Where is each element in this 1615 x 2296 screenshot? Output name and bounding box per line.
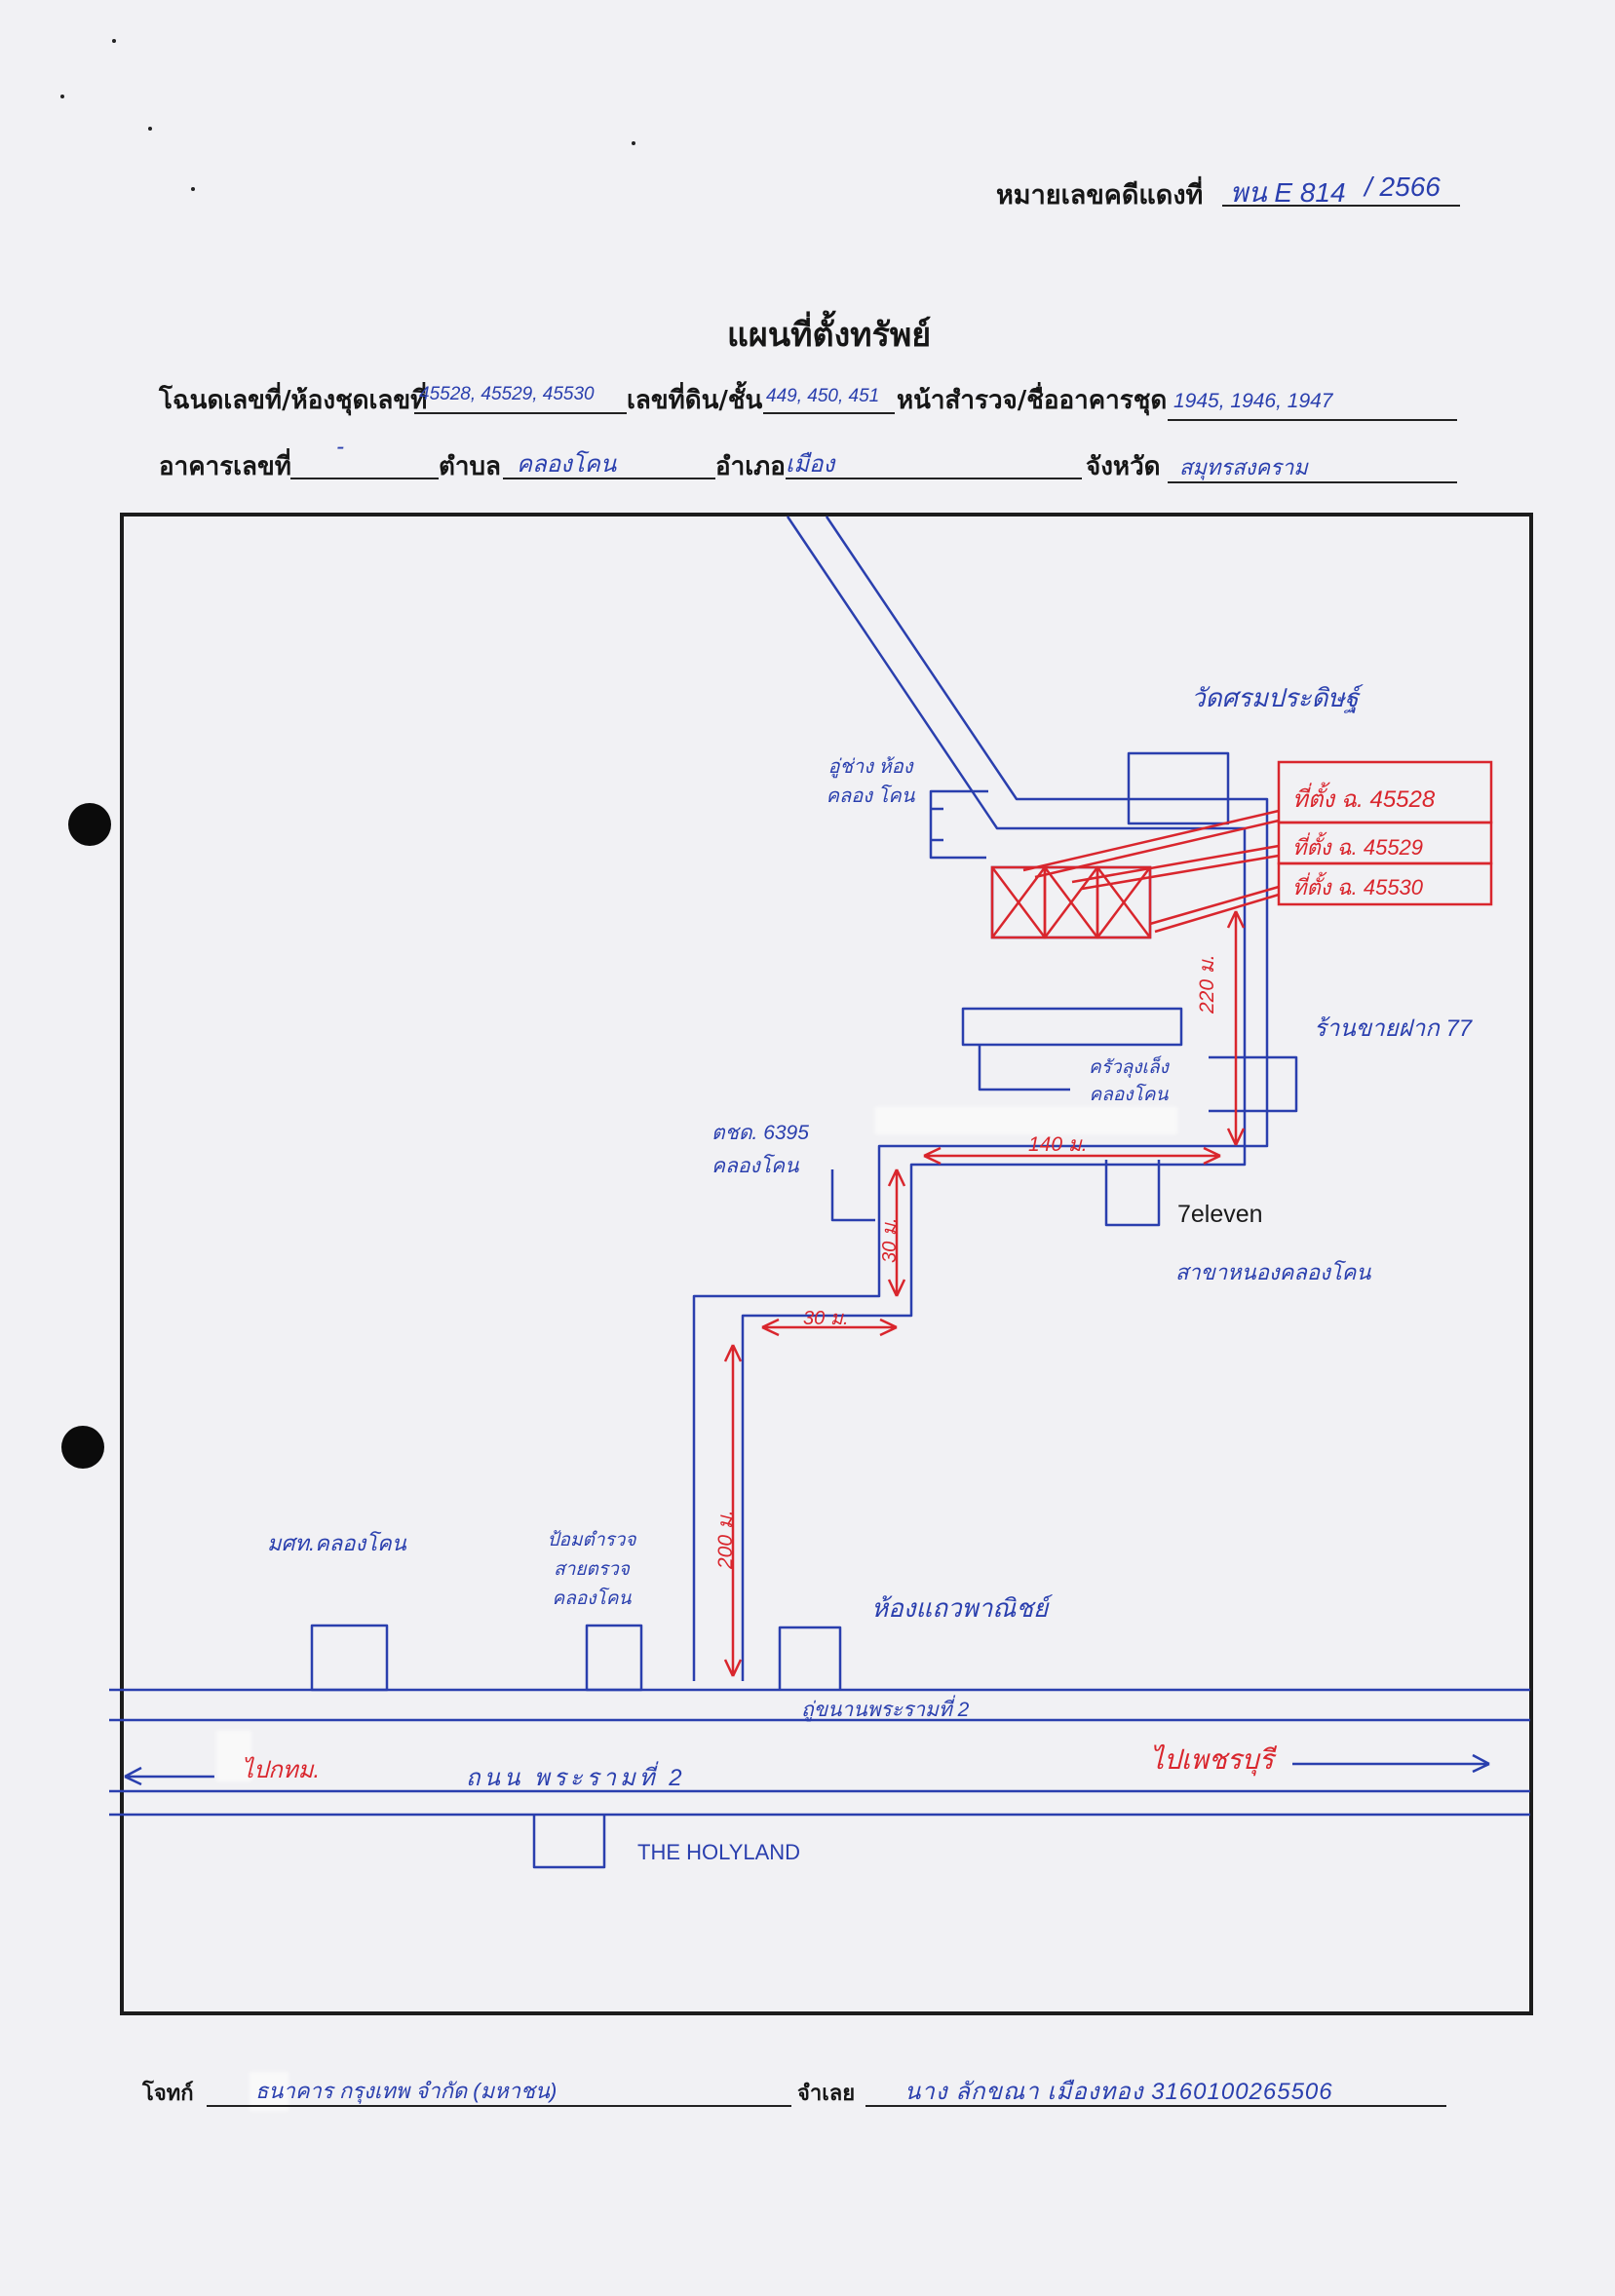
shophouse-label: ห้องแถวพาณิชย์ (871, 1593, 1049, 1623)
deed-line (414, 412, 627, 414)
diagonal-road (741, 516, 1247, 1681)
to-bangkok-label: ไปกทม. (242, 1757, 321, 1783)
subdistrict-value: คลองโคน (517, 451, 617, 478)
punch-hole-top (68, 803, 111, 846)
seven-eleven-branch-label: สาขาหนองคลองโคน (1175, 1260, 1371, 1284)
frontage-road-label: ถู่ขนานพระรามที่ 2 (801, 1699, 970, 1721)
dim-30-horizontal-label: 30 ม. (803, 1308, 849, 1329)
to-phetburi-label: ไปเพชรบุรี (1150, 1744, 1274, 1775)
defendant-line (865, 2105, 1446, 2107)
kitchen-label: ครัวลุงเล็ง คลองโคน (1089, 1057, 1169, 1105)
police-post-building (585, 1624, 643, 1692)
parcel-label-45528: ที่ตั้ง ฉ. 45528 (1292, 786, 1436, 813)
subdistrict-line (503, 478, 715, 479)
seven-eleven-label: 7eleven (1177, 1201, 1263, 1228)
survey-value: 1945, 1946, 1947 (1173, 390, 1333, 412)
parcel-label-45530: ที่ตั้ง ฉ. 45530 (1292, 875, 1424, 899)
dim-220-label: 220 ม. (1196, 954, 1218, 1014)
shed-label: อู่ช่าง ห้องคลอง โคน (826, 756, 915, 807)
redaction-mask (250, 2072, 288, 2111)
diagonal-road-edge (692, 516, 1269, 1681)
case-number-line (1222, 205, 1460, 207)
speck (148, 127, 152, 131)
dim-30-vertical-label: 30 ม. (879, 1217, 901, 1263)
speck (632, 141, 635, 145)
building-value: - (336, 434, 344, 460)
case-number-value: พน E 814 (1230, 177, 1346, 208)
speck (60, 95, 64, 98)
main-road-label: ถนน พระรามที่ 2 (466, 1765, 686, 1791)
holyland-label: THE HOLYLAND (637, 1840, 801, 1864)
dim-220 (1226, 910, 1246, 1146)
case-year-value: / 2566 (1365, 172, 1441, 202)
boat-shop-label: ร้านขายฝาก 77 (1314, 1015, 1473, 1042)
land-line (763, 412, 895, 414)
school-label: มศท.คลองโคน (267, 1531, 406, 1555)
map-frame (120, 513, 1533, 2015)
province-value: สมุทรสงคราม (1179, 455, 1308, 479)
plaintiff-label: โจทก์ (142, 2082, 194, 2106)
land-label: เลขที่ดิน/ชั้น (627, 386, 763, 415)
police-post-label: ป้อมตำรวจ สายตรวจ คลองโคน (547, 1530, 636, 1609)
building-line (290, 478, 439, 479)
province-line (1168, 481, 1457, 483)
survey-label: หน้าสำรวจ/ชื่ออาคารชุด (897, 386, 1168, 415)
building-label: อาคารเลขที่ (159, 452, 291, 481)
temple-building (1127, 751, 1230, 825)
district-line (786, 478, 1082, 479)
subdistrict-label: ตำบล (439, 452, 501, 481)
dim-140 (923, 1146, 1221, 1166)
speck (191, 187, 195, 191)
dim-200 (723, 1344, 743, 1677)
plaintiff-line (207, 2105, 791, 2107)
survey-line (1168, 419, 1457, 421)
document-title: แผนที่ตั้งทรัพย์ (727, 316, 932, 355)
seven-eleven-building (1104, 1160, 1161, 1227)
defendant-label: จำเลย (797, 2082, 856, 2106)
redaction-mask (216, 1731, 251, 1781)
parcel-label-45529: ที่ตั้ง ฉ. 45529 (1292, 835, 1424, 860)
kitchen-building (961, 1007, 1183, 1047)
province-label: จังหวัด (1086, 452, 1161, 481)
land-value: 449, 450, 451 (766, 386, 880, 406)
arrow-left-icon (124, 1766, 214, 1786)
parcel-45530-box (1096, 865, 1152, 939)
plaintiff-value: ธนาคาร กรุงเทพ จำกัด (มหาชน) (255, 2079, 558, 2103)
temple-label: วัดศรมประดิษฐ์ (1191, 683, 1359, 712)
deed-label: โฉนดเลขที่/ห้องชุดเลขที่ (159, 386, 428, 415)
police-box-label: ตชด. 6395 คลองโคน (711, 1122, 809, 1177)
shophouse-building (778, 1626, 842, 1690)
deed-value: 45528, 45529, 45530 (419, 384, 595, 404)
speck (112, 39, 116, 43)
police-box-building (830, 1169, 875, 1222)
defendant-value: นาง ลักขณา เมืองทอง 3160100265506 (904, 2079, 1333, 2105)
punch-hole-bottom (61, 1426, 104, 1469)
dim-30-vertical (887, 1168, 906, 1297)
dim-30-horizontal (761, 1318, 898, 1337)
parcel-label-box-3 (1277, 861, 1493, 906)
boat-shop-building (1209, 1055, 1298, 1113)
district-label: อำเภอ (715, 452, 786, 481)
dim-200-label: 200 ม. (714, 1510, 737, 1569)
dim-140-label: 140 ม. (1028, 1133, 1088, 1156)
shed-structure (929, 789, 988, 860)
redaction-mask (875, 1107, 1177, 1134)
case-number-label: หมายเลขคดีแดงที่ (996, 180, 1204, 210)
arrow-right-icon (1292, 1753, 1490, 1774)
school-building (310, 1624, 389, 1692)
holyland-building (532, 1815, 606, 1869)
district-value: เมือง (786, 451, 835, 478)
